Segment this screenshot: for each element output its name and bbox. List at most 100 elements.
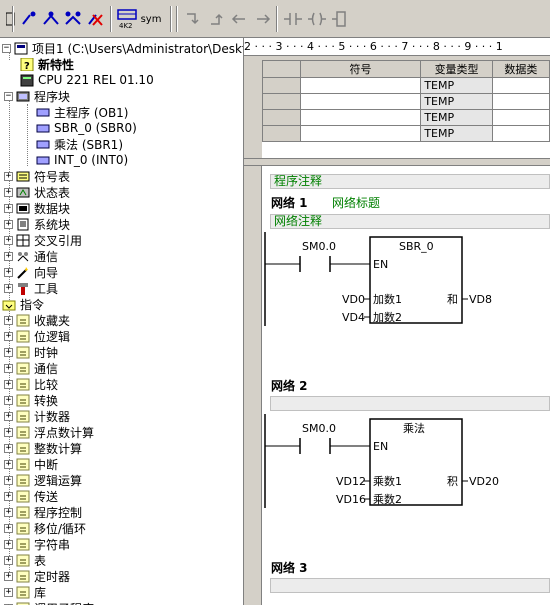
tree-item-instruction[interactable]: +比较 xyxy=(4,376,58,392)
tree-item-tools[interactable]: + 工具 xyxy=(4,280,58,296)
splitter-bar[interactable] xyxy=(244,158,550,166)
expand-icon[interactable]: + xyxy=(4,570,13,581)
tree-item-instruction[interactable]: +收藏夹 xyxy=(4,312,70,328)
expand-icon[interactable]: + xyxy=(4,186,13,197)
tree-item-wizard[interactable]: + 向导 xyxy=(4,264,58,280)
expand-icon[interactable]: + xyxy=(4,426,13,437)
column-header-symbol[interactable]: 符号 xyxy=(299,60,422,78)
expand-icon[interactable]: + xyxy=(4,554,13,565)
tree-item-system-block[interactable]: + 系统块 xyxy=(4,216,70,232)
tree-item-instruction[interactable]: +移位/循环 xyxy=(4,520,86,536)
toolbar-edge-icon[interactable] xyxy=(0,8,22,30)
tree-item-instruction[interactable]: +字符串 xyxy=(4,536,70,552)
expand-icon[interactable]: + xyxy=(4,250,13,261)
tree-item-instructions[interactable]: 指令 xyxy=(2,296,44,312)
expand-icon[interactable]: + xyxy=(4,378,13,389)
tree-item-cpu[interactable]: CPU 221 REL 01.10 xyxy=(20,72,154,88)
row-header-cell[interactable] xyxy=(262,93,301,110)
expand-icon[interactable]: + xyxy=(4,266,13,277)
row-header-cell[interactable] xyxy=(262,77,301,94)
row-header-cell[interactable] xyxy=(262,125,301,142)
expand-icon[interactable]: + xyxy=(4,218,13,229)
tree-item-instruction[interactable]: +时钟 xyxy=(4,344,58,360)
expand-icon[interactable]: + xyxy=(4,410,13,421)
line-down-icon[interactable] xyxy=(182,8,204,30)
delete-icon[interactable] xyxy=(84,8,106,30)
network-3-comment-bar[interactable] xyxy=(270,578,550,593)
insert-coil-icon[interactable] xyxy=(40,8,62,30)
column-header-data-type[interactable]: 数据类 xyxy=(491,60,550,78)
expand-icon[interactable]: + xyxy=(4,282,13,293)
expand-icon[interactable]: + xyxy=(4,362,13,373)
type-cell[interactable]: TEMP xyxy=(420,77,493,94)
network-1-ladder[interactable]: SM0.0 SBR_0 EN VD0 加数1 VD4 加数2 和 VD8 xyxy=(262,232,550,332)
tree-item-instruction[interactable]: +程序控制 xyxy=(4,504,82,520)
table-row[interactable]: TEMP xyxy=(262,125,550,142)
expand-icon[interactable]: + xyxy=(4,442,13,453)
expand-icon[interactable]: + xyxy=(4,234,13,245)
symbol-cell[interactable] xyxy=(299,93,422,110)
box-icon[interactable] xyxy=(330,8,352,30)
type-cell[interactable]: TEMP xyxy=(420,125,493,142)
tree-item-symbol-table[interactable]: + 符号表 xyxy=(4,168,70,184)
expand-icon[interactable]: + xyxy=(4,490,13,501)
network-comment-bar[interactable]: 网络注释 xyxy=(270,214,550,229)
table-row[interactable]: TEMP xyxy=(262,77,550,94)
line-up-icon[interactable] xyxy=(206,8,228,30)
data-type-cell[interactable] xyxy=(491,77,550,94)
tree-item-instruction[interactable]: +浮点数计算 xyxy=(4,424,94,440)
ladder-editor[interactable]: 程序注释 网络 1 网络标题 网络注释 SM0.0 SBR_0 EN VD0 加… xyxy=(262,166,550,605)
data-type-cell[interactable] xyxy=(491,125,550,142)
program-comment-bar[interactable]: 程序注释 xyxy=(270,174,550,189)
table-row[interactable]: TEMP xyxy=(262,93,550,110)
expand-icon[interactable]: + xyxy=(4,202,13,213)
expand-icon[interactable]: + xyxy=(4,538,13,549)
tree-item-instruction[interactable]: +传送 xyxy=(4,488,58,504)
tree-item-instruction[interactable]: +调用子程序 xyxy=(4,600,94,605)
network-1-title[interactable]: 网络 1 xyxy=(271,196,308,210)
tree-item-program-blocks[interactable]: − 程序块 xyxy=(4,88,70,104)
network-1-subtitle[interactable]: 网络标题 xyxy=(332,196,381,210)
type-cell[interactable]: TEMP xyxy=(420,109,493,126)
data-type-cell[interactable] xyxy=(491,93,550,110)
network-2-title[interactable]: 网络 2 xyxy=(271,379,308,393)
tree-item-instruction[interactable]: +库 xyxy=(4,584,46,600)
tree-item-instruction[interactable]: +整数计算 xyxy=(4,440,82,456)
type-cell[interactable]: TEMP xyxy=(420,93,493,110)
expand-icon[interactable]: + xyxy=(4,474,13,485)
expand-icon[interactable]: + xyxy=(4,330,13,341)
expand-icon[interactable]: + xyxy=(4,522,13,533)
expand-icon[interactable]: + xyxy=(4,506,13,517)
insert-contact-icon[interactable] xyxy=(18,8,40,30)
expand-icon[interactable]: + xyxy=(4,586,13,597)
tree-item-instruction[interactable]: +转换 xyxy=(4,392,58,408)
tree-item-instruction[interactable]: +中断 xyxy=(4,456,58,472)
tree-item-block-int0[interactable]: INT_0 (INT0) xyxy=(36,152,128,168)
tree-item-instruction[interactable]: +计数器 xyxy=(4,408,70,424)
expand-icon[interactable]: + xyxy=(4,170,13,181)
tree-item-block-sbr1[interactable]: 乘法 (SBR1) xyxy=(36,136,123,152)
data-type-cell[interactable] xyxy=(491,109,550,126)
symbol-cell[interactable] xyxy=(299,125,422,142)
network-3-title[interactable]: 网络 3 xyxy=(271,561,308,575)
network-2-ladder[interactable]: SM0.0 乘法 EN VD12 乘数1 VD16 乘数2 积 VD20 xyxy=(262,414,550,514)
symbol-icon[interactable]: sym xyxy=(140,8,162,30)
tree-item-instruction[interactable]: +表 xyxy=(4,552,46,568)
expand-icon[interactable]: + xyxy=(4,458,13,469)
expand-icon[interactable]: + xyxy=(4,346,13,357)
expand-icon[interactable]: + xyxy=(4,603,13,605)
row-header-cell[interactable] xyxy=(262,109,301,126)
tree-item-project[interactable]: − 项目1 (C:\Users\Administrator\Desktop) xyxy=(2,40,243,56)
tree-item-cross-reference[interactable]: + 交叉引用 xyxy=(4,232,82,248)
network-2-comment-bar[interactable] xyxy=(270,396,550,411)
coil-icon[interactable] xyxy=(306,8,328,30)
expand-icon[interactable]: + xyxy=(4,394,13,405)
collapse-icon[interactable]: − xyxy=(2,42,11,53)
collapse-icon[interactable]: − xyxy=(4,90,13,101)
tree-item-instruction[interactable]: +定时器 xyxy=(4,568,70,584)
tree-item-instruction[interactable]: +逻辑运算 xyxy=(4,472,82,488)
symbol-cell[interactable] xyxy=(299,77,422,94)
line-left-icon[interactable] xyxy=(228,8,250,30)
tree-item-new-features[interactable]: ? 新特性 xyxy=(20,56,74,72)
insert-branch-icon[interactable] xyxy=(62,8,84,30)
